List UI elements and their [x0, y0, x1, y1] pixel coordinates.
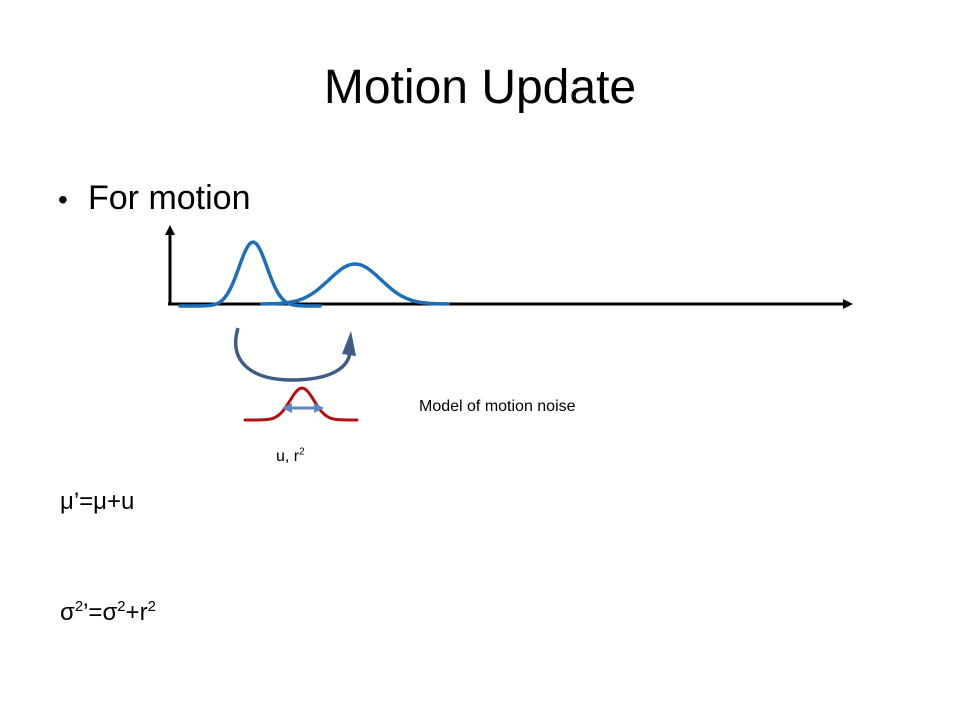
bullet-item: • For motion — [58, 176, 251, 222]
mean-equation: μ’=μ+u — [60, 488, 135, 515]
prior-belief-curve — [178, 240, 322, 308]
motion-noise-curve — [243, 386, 359, 422]
motion-arc-arrowhead-icon — [342, 331, 356, 356]
slide-title: Motion Update — [323, 61, 637, 114]
predicted-belief-curve — [260, 262, 450, 306]
motion-arc-arrow — [234, 327, 352, 382]
params-label: u, r2 — [276, 446, 305, 465]
bullet-text: For motion — [88, 179, 251, 217]
variance-equation: σ2’=σ2+r2 — [60, 599, 156, 626]
noise-caption: Model of motion noise — [419, 398, 576, 415]
bullet-dot-icon: • — [58, 184, 68, 215]
